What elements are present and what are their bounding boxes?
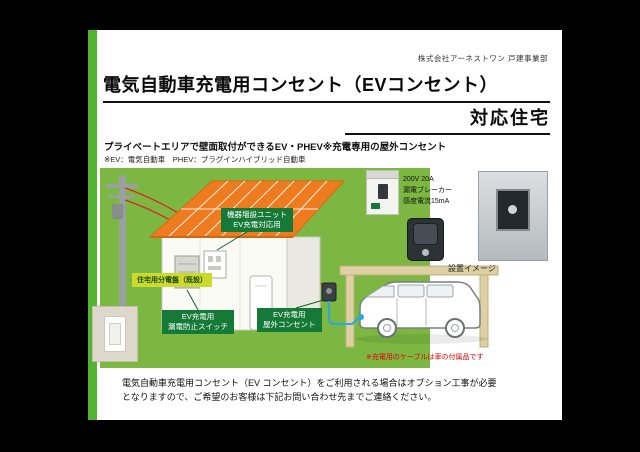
breaker-photo xyxy=(366,170,399,215)
switch-plate xyxy=(104,316,126,352)
left-accent-bar xyxy=(88,30,97,420)
breaker-top-band xyxy=(367,171,398,179)
abbreviation-note: ※EV：電気自動車 PHEV：プラグインハイブリッド自動車 xyxy=(104,155,306,164)
footer-line-2: となりますので、ご希望のお客様は下記お問い合わせ先までご連絡ください。 xyxy=(122,392,437,403)
outlet-socket xyxy=(422,249,429,256)
outlet-product-photo xyxy=(407,218,444,261)
wall-outlet-socket xyxy=(508,205,517,214)
wall-install-photo xyxy=(478,171,548,261)
breaker-lever xyxy=(377,184,388,199)
footer-notice: 電気自動車充電用コンセント（EV コンセント）をご利用される場合はオプション工事… xyxy=(122,376,536,405)
lead-sentence: プライベートエリアで壁面取付ができるEV・PHEV※充電専用の屋外コンセント xyxy=(104,142,447,153)
breaker-sticker xyxy=(371,203,380,209)
charging-cable xyxy=(328,301,360,325)
switch-rocker xyxy=(109,323,121,345)
page-subtitle: 対応住宅 xyxy=(345,104,550,135)
label-distribution-board: 住宅用分電盤（既設） xyxy=(132,273,212,287)
charge-port xyxy=(358,314,364,320)
outlet-lid xyxy=(413,223,438,245)
leader-lines xyxy=(186,229,328,311)
power-pole xyxy=(106,175,138,331)
flyer-page: 株式会社アーネストワン 戸建事業部 電気自動車充電用コンセント（EVコンセント）… xyxy=(88,30,562,420)
cable-note: ※充電用のケーブルは車の付属品です xyxy=(366,354,484,361)
footer-line-1: 電気自動車充電用コンセント（EV コンセント）をご利用される場合はオプション工事… xyxy=(122,378,497,388)
wall-switch-photo xyxy=(92,306,138,362)
label-leak-switch: EV充電用 漏電防止スイッチ xyxy=(162,310,234,334)
ev-outlet-box xyxy=(321,282,337,302)
expansion-unit xyxy=(203,250,227,279)
label-outdoor-outlet: EV充電用 屋外コンセント xyxy=(257,308,322,332)
ev-car xyxy=(356,281,488,344)
company-name: 株式会社アーネストワン 戸建事業部 xyxy=(417,54,548,63)
page-title: 電気自動車充電用コンセント（EVコンセント） xyxy=(103,71,550,103)
breaker-spec-text: 200V 20A 漏電ブレーカー 感度電流15mA xyxy=(403,176,452,205)
wall-outlet-box xyxy=(496,189,530,231)
label-expansion-unit: 機器増設ユニット EV充電対応用 xyxy=(221,208,293,232)
install-caption: 設置イメージ xyxy=(448,264,496,273)
house-diagram: 機器増設ユニット EV充電対応用 住宅用分電盤（既設） EV充電用 漏電防止スイ… xyxy=(100,168,556,368)
